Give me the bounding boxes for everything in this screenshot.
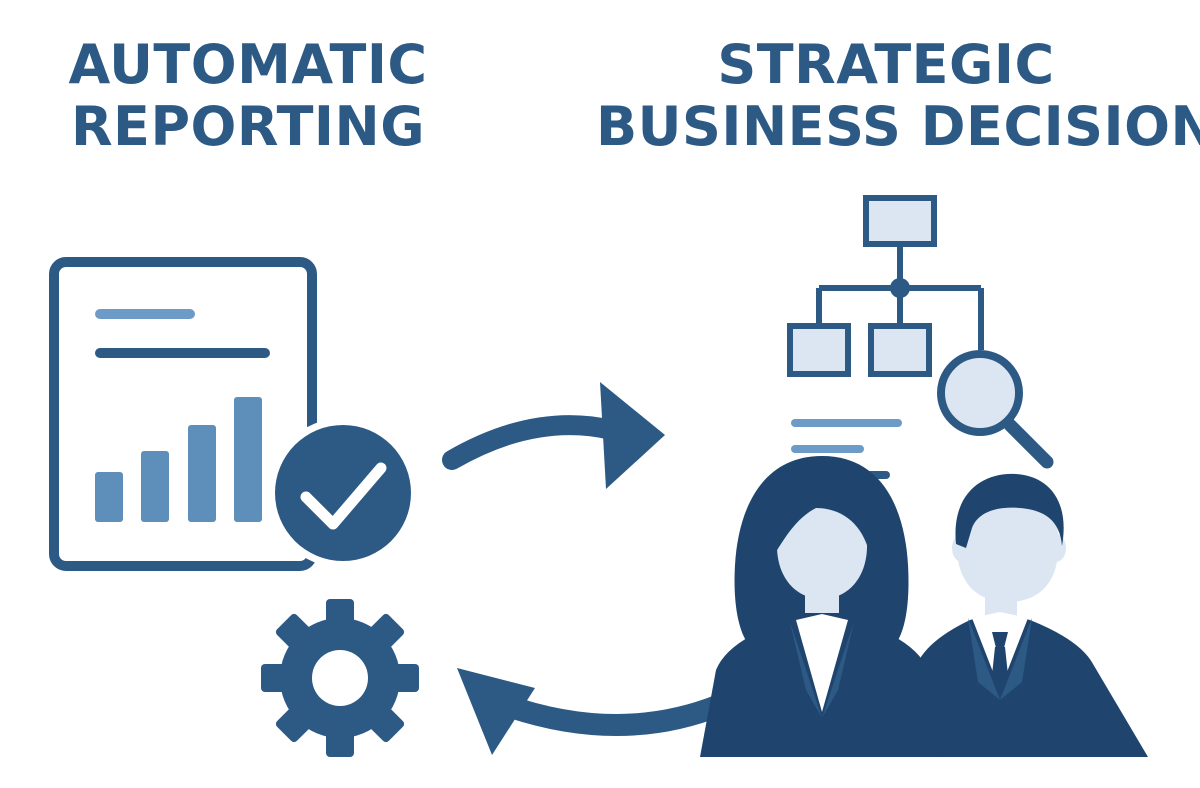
chart-bar [141, 451, 169, 522]
chart-bar [188, 425, 216, 522]
automatic-reporting-title-line-1: AUTOMATIC [68, 33, 428, 96]
automatic-reporting-title: AUTOMATIC REPORTING [38, 34, 458, 158]
org-chart-icon [787, 195, 984, 377]
strategic-decision-title-line-1: STRATEGIC [717, 33, 1055, 96]
businesswoman-icon [700, 456, 944, 757]
businessman-icon [900, 473, 1148, 757]
return-arrow-icon [457, 668, 731, 755]
magnifier-icon [937, 350, 1054, 469]
automatic-reporting-title-line-2: REPORTING [70, 95, 426, 158]
check-badge-icon [268, 418, 418, 568]
chart-bar [234, 397, 262, 522]
strategic-business-decision-title: STRATEGIC BUSINESS DECISION [596, 33, 1200, 158]
forward-arrow-icon [442, 382, 665, 489]
chart-bar [95, 472, 123, 522]
strategic-decision-title-line-2: BUSINESS DECISION [596, 95, 1200, 158]
gear-icon [261, 599, 419, 757]
bar-chart-icon [95, 397, 262, 522]
